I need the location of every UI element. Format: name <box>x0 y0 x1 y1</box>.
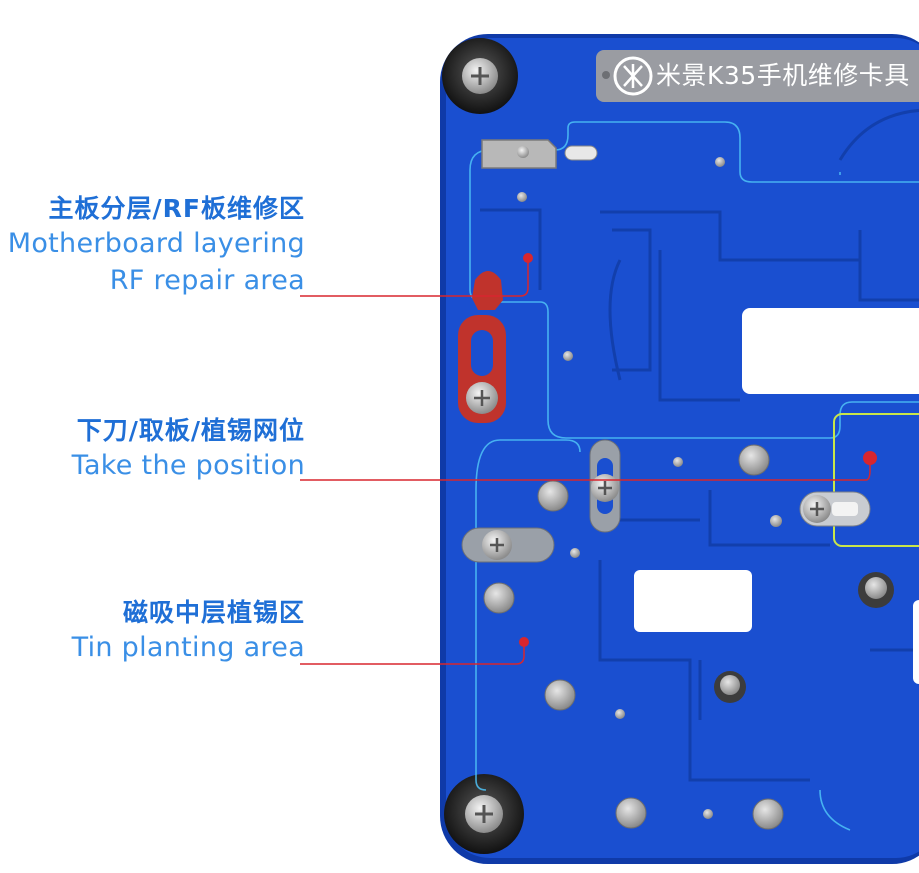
brand-text: 米景K35手机维修卡具 <box>656 61 910 90</box>
magnet-icon <box>483 444 784 830</box>
recess-shapes <box>480 108 919 402</box>
recess-lower <box>598 490 919 782</box>
label-cn: 磁吸中层植锡区 <box>122 598 305 627</box>
callout-dots <box>519 253 877 647</box>
mijing-logo-icon <box>613 56 653 96</box>
label-motherboard-area: 主板分层/RF板维修区 Motherboard layering RF repa… <box>8 192 305 299</box>
corner-wheel-bottom <box>444 774 524 854</box>
label-take-position: 下刀/取板/植锡网位 Take the position <box>72 414 305 484</box>
label-cn: 主板分层/RF板维修区 <box>48 194 305 223</box>
label-en-line: Motherboard layering <box>7 228 305 259</box>
red-latch <box>458 271 506 423</box>
label-cn: 下刀/取板/植锡网位 <box>76 416 305 445</box>
label-en-line: RF repair area <box>109 265 305 296</box>
slider-screw <box>589 439 621 533</box>
brand-badge <box>596 50 919 102</box>
latch-icon <box>481 139 598 169</box>
corner-wheel-top <box>442 38 518 114</box>
pin-group-lower <box>570 457 782 819</box>
cutout-edge <box>913 600 919 684</box>
slot-screw-left <box>461 527 555 563</box>
label-en-line: Take the position <box>71 450 305 481</box>
cutout-window <box>742 308 919 394</box>
dark-magnets <box>714 572 894 703</box>
lower-outline <box>475 439 851 831</box>
callout-lines <box>300 258 871 665</box>
pin-group-upper <box>517 157 725 361</box>
label-en-line: Tin planting area <box>71 632 305 663</box>
slot-screw-right <box>799 491 871 527</box>
plate-body <box>446 38 919 858</box>
label-tin-planting: 磁吸中层植锡区 Tin planting area <box>72 596 305 666</box>
cutout-window-lower <box>634 570 752 632</box>
